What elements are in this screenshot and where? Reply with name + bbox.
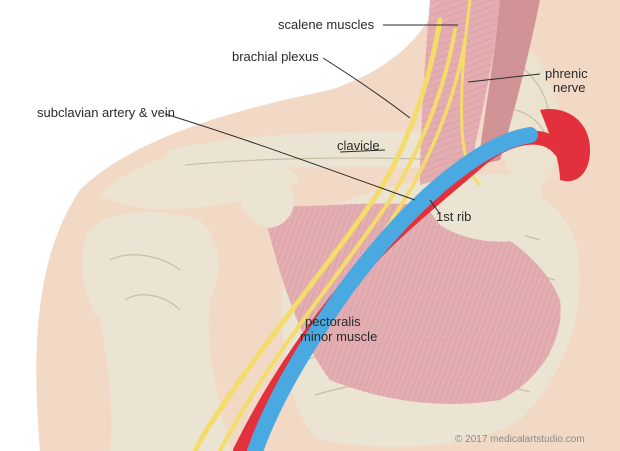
label-nerve: nerve — [553, 80, 586, 95]
label-first-rib: 1st rib — [436, 209, 472, 224]
scalene-muscles-2 — [478, 0, 540, 165]
label-phrenic: phrenic — [545, 66, 588, 81]
label-clavicle: clavicle — [337, 138, 380, 153]
label-scalene-muscles: scalene muscles — [278, 17, 375, 32]
label-subclavian-artery-vein: subclavian artery & vein — [37, 105, 176, 120]
clavicle-shadow — [184, 157, 451, 166]
label-brachial-plexus: brachial plexus — [232, 49, 319, 64]
humerus-shadow — [109, 254, 181, 311]
label-pectoralis: pectoralis — [305, 314, 361, 329]
scalene-fibers — [420, 0, 500, 185]
aortic-arch — [540, 109, 590, 182]
label-minor-muscle: minor muscle — [300, 329, 378, 344]
coracoid-process — [239, 173, 294, 228]
leader-lines — [164, 24, 541, 215]
copyright-credit: © 2017 medicalartstudio.com — [455, 434, 585, 445]
humerus — [82, 211, 230, 451]
subclavian-vein — [247, 127, 538, 451]
